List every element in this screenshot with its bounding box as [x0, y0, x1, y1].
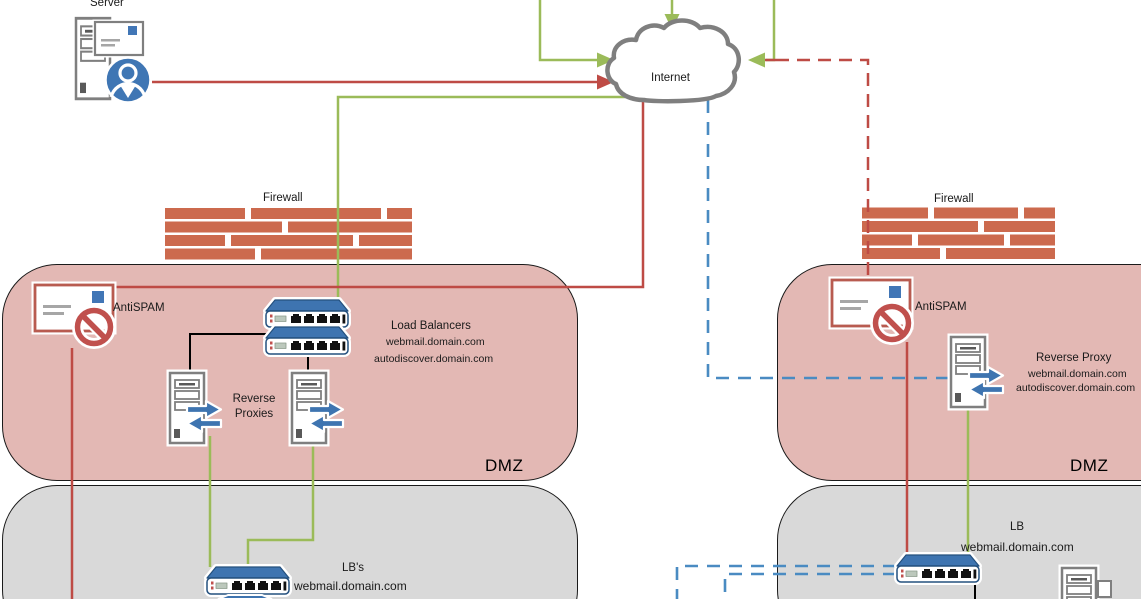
- server-label: Server: [90, 0, 124, 9]
- antispam-right-label: AntiSPAM: [915, 301, 967, 313]
- lb-left-title: LB's: [342, 562, 365, 574]
- dmz-right-label: DMZ: [1070, 456, 1109, 475]
- reverse-proxies-label: Reverse Proxies: [232, 393, 276, 420]
- server-icon: [76, 18, 152, 104]
- firewall-left-bricks: [165, 208, 412, 260]
- reverse-proxy-domain-2: autodiscover.domain.com: [1016, 382, 1136, 394]
- red-connections: [70, 52, 909, 599]
- antispam-prohibition-icon-right: [876, 307, 909, 340]
- reverse-proxy-title: Reverse Proxy: [1036, 352, 1112, 364]
- lb-right-domain: webmail.domain.com: [961, 540, 1074, 554]
- reverse-proxy-domain-1: webmail.domain.com: [1028, 368, 1127, 380]
- green-connections: [208, 0, 970, 567]
- internal-lb-switch-left: [207, 567, 289, 594]
- user-icon: [104, 56, 152, 104]
- mail-envelope-icon: [92, 19, 146, 58]
- blue-dashed-connections: [675, 100, 948, 599]
- internal-server-partial-icon: [1062, 568, 1112, 599]
- load-balancer-switch-1: [266, 300, 348, 327]
- internal-lb-switch-right: [897, 555, 979, 582]
- firewall-left-label: Firewall: [263, 192, 303, 204]
- load-balancer-switch-2: [266, 327, 348, 354]
- green-arrow-into-internet-right: [748, 52, 765, 68]
- green-arrow-into-internet-left: [597, 52, 614, 68]
- red-arrow-into-internet: [597, 74, 614, 90]
- internet-label: Internet: [651, 72, 690, 84]
- antispam-left-label: AntiSPAM: [113, 302, 165, 314]
- internal-lb-switch-left-2-partial: [217, 594, 273, 599]
- firewall-right-bricks: [862, 207, 1055, 259]
- load-balancers-title: Load Balancers: [391, 320, 471, 332]
- load-balancers-domain-2: autodiscover.domain.com: [374, 353, 494, 365]
- antispam-prohibition-icon-left: [78, 311, 111, 344]
- load-balancers-domain-1: webmail.domain.com: [386, 336, 485, 348]
- internet-cloud: [605, 18, 742, 104]
- dmz-left-label: DMZ: [485, 456, 524, 475]
- lb-left-domain: webmail.domain.com: [294, 579, 407, 593]
- firewall-right-label: Firewall: [934, 193, 974, 205]
- lb-right-title: LB: [1010, 521, 1025, 533]
